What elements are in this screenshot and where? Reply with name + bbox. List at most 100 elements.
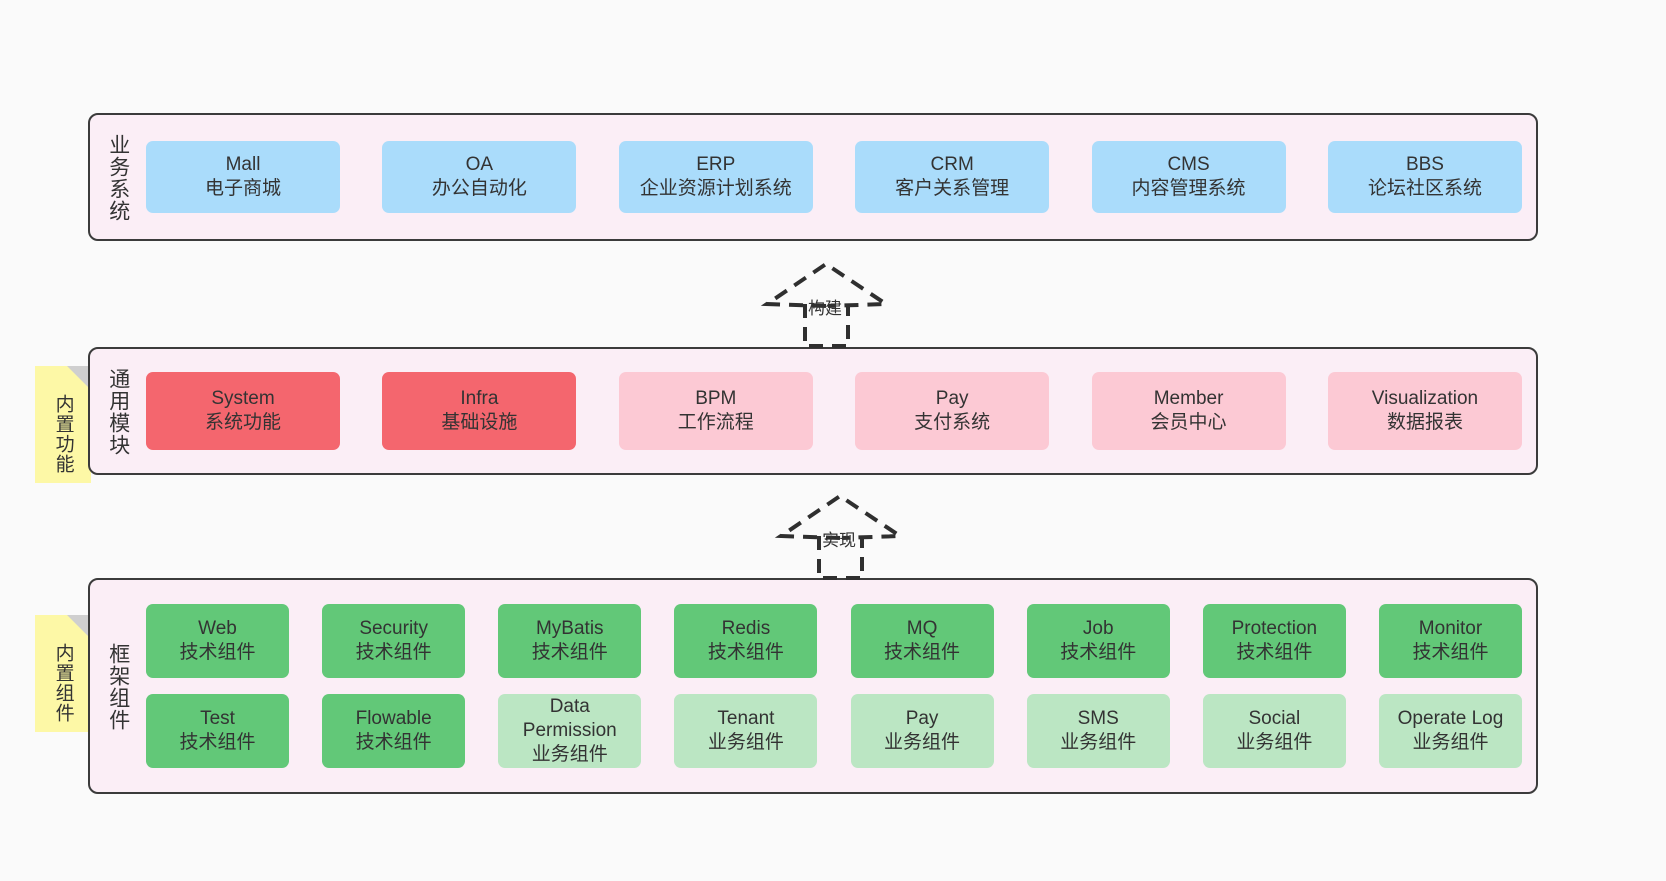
framework-layer-label: 框架组件: [106, 643, 130, 731]
node-title: Flowable: [355, 708, 432, 730]
node-title: Monitor: [1418, 618, 1483, 640]
node-title: OA: [465, 154, 494, 176]
node-title: Job: [1082, 618, 1114, 640]
module-layer-label: 通用模块: [106, 368, 130, 456]
node-title: MQ: [906, 618, 938, 640]
node-title: Member: [1153, 388, 1224, 410]
node-subtitle: 基础设施: [441, 412, 518, 433]
node-subtitle: 业务组件: [1236, 732, 1313, 753]
sticky-fold-corner-icon: [67, 366, 91, 390]
sticky-note-builtin-features: 内置功能: [35, 366, 91, 483]
node-subtitle: 技术组件: [179, 642, 256, 663]
node-subtitle: 技术组件: [1236, 642, 1313, 663]
node-subtitle: 支付系统: [914, 412, 991, 433]
node-title: Web: [198, 618, 237, 640]
node-title: SMS: [1077, 708, 1119, 730]
node-subtitle: 业务组件: [531, 743, 608, 765]
business-layer-label: 业务系统: [106, 134, 130, 222]
sticky-note-builtin-components-label: 内置组件: [52, 642, 74, 723]
node-subtitle: 办公自动化: [431, 178, 527, 199]
node-title: Pay: [935, 388, 969, 410]
node-subtitle: 客户关系管理: [895, 178, 1010, 199]
node-title: Operate Log: [1397, 708, 1504, 730]
generalization-arrow-build: 构建: [758, 258, 908, 350]
node-subtitle: 技术组件: [531, 642, 608, 663]
node-title: Visualization: [1371, 388, 1479, 410]
node-subtitle: 技术组件: [707, 642, 784, 663]
node-subtitle: 业务组件: [884, 732, 961, 753]
generalization-arrow-implement: 实现: [772, 490, 922, 582]
node-title: Tenant: [717, 708, 775, 730]
node-title: Redis: [721, 618, 771, 640]
node-subtitle: 业务组件: [1412, 732, 1489, 753]
sticky-fold-corner-icon: [67, 615, 91, 639]
node-title: BBS: [1405, 154, 1444, 176]
node-title: ERP: [696, 154, 736, 176]
node-subtitle: 电子商城: [204, 178, 281, 199]
node-title: Test: [200, 708, 235, 730]
node-subtitle: 技术组件: [179, 732, 256, 753]
node-subtitle: 业务组件: [1060, 732, 1137, 753]
node-subtitle: 系统功能: [204, 412, 281, 433]
node-title: BPM: [695, 388, 737, 410]
node-title: Mall: [225, 154, 261, 176]
node-title: Pay: [905, 708, 939, 730]
node-title: Data Permission: [522, 696, 617, 742]
node-subtitle: 企业资源计划系统: [639, 178, 792, 199]
node-subtitle: 技术组件: [355, 732, 432, 753]
node-subtitle: 论坛社区系统: [1367, 178, 1482, 199]
node-subtitle: 技术组件: [1060, 642, 1137, 663]
node-title: MyBatis: [535, 618, 604, 640]
node-subtitle: 内容管理系统: [1131, 178, 1246, 199]
node-subtitle: 工作流程: [677, 412, 754, 433]
node-subtitle: 技术组件: [355, 642, 432, 663]
node-subtitle: 会员中心: [1150, 412, 1227, 433]
node-subtitle: 业务组件: [707, 732, 784, 753]
node-title: CMS: [1167, 154, 1210, 176]
arrow-implement-label: 实现: [822, 531, 856, 550]
node-title: Infra: [460, 388, 499, 410]
node-subtitle: 数据报表: [1386, 412, 1463, 433]
arrow-build-label: 构建: [808, 299, 842, 318]
node-title: Protection: [1231, 618, 1318, 640]
node-subtitle: 技术组件: [884, 642, 961, 663]
node-subtitle: 技术组件: [1412, 642, 1489, 663]
